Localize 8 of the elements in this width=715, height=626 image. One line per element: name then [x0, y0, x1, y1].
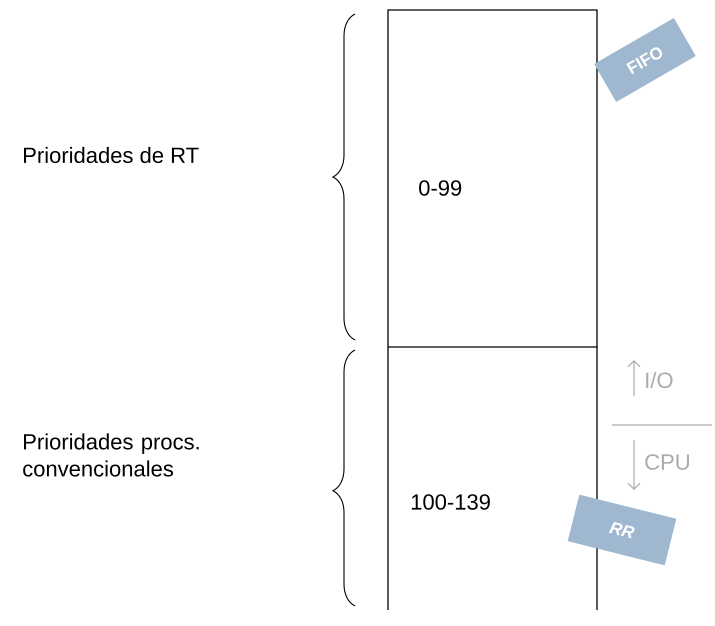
label: CPU	[645, 454, 689, 470]
priority-band: 100-139	[387, 346, 598, 611]
policy-tag: FIFO	[594, 18, 696, 102]
label: Prioridades de RT	[24, 146, 199, 164]
label: Prioridades procs. convencionales	[23, 433, 199, 477]
label: I/O	[646, 372, 672, 388]
policy-tag: RR	[568, 494, 676, 566]
priority-band: 0-99	[387, 9, 598, 348]
